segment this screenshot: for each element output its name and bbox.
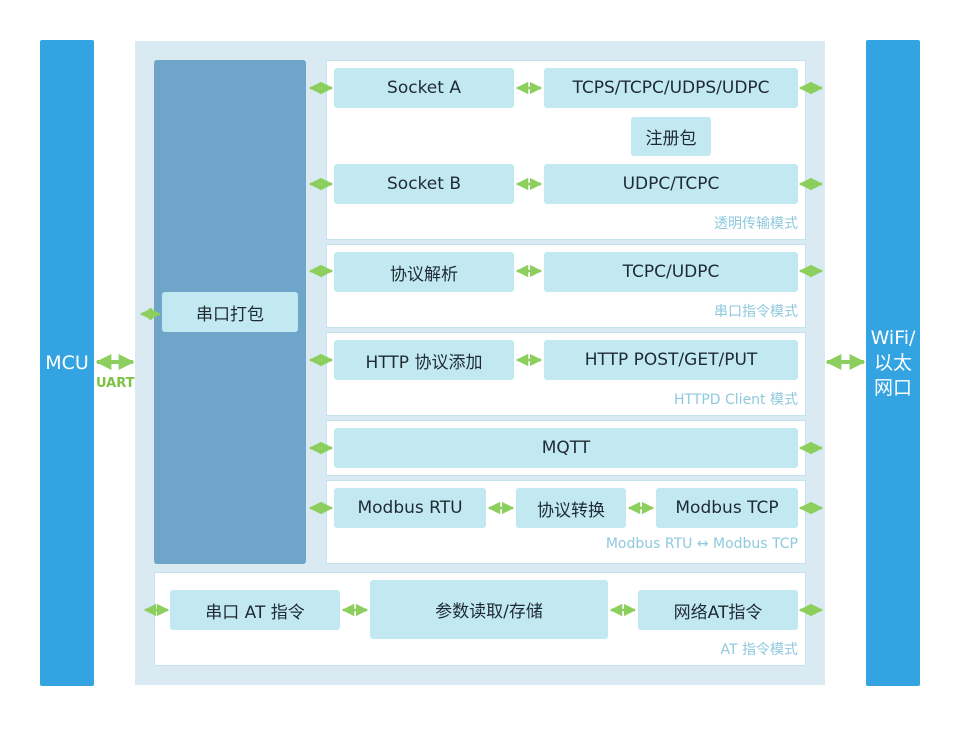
http-protocol-add-box: HTTP 协议添加 (334, 340, 514, 380)
serial-packer-box: 串口打包 (162, 292, 298, 332)
socket-b-protocols-box: UDPC/TCPC (544, 164, 798, 204)
mcu-bar: MCU (40, 40, 94, 686)
modbus-tcp-box: Modbus TCP (656, 488, 798, 528)
socket-a-box: Socket A (334, 68, 514, 108)
tcpc-udpc-box: TCPC/UDPC (544, 252, 798, 292)
mqtt-box: MQTT (334, 428, 798, 468)
protocol-convert-box: 协议转换 (516, 488, 626, 528)
at-mode-label: AT 指令模式 (720, 642, 799, 658)
wifi-label-line3: 网口 (873, 376, 912, 399)
wifi-label-line1: WiFi/ (870, 326, 916, 349)
transparent-mode-label: 透明传输模式 (714, 216, 798, 232)
serial-at-command-box: 串口 AT 指令 (170, 590, 340, 630)
mcu-label: MCU (45, 351, 89, 374)
wifi-ethernet-bar: WiFi/ 以太 网口 (866, 40, 920, 686)
uart-label: UART (96, 376, 135, 391)
register-packet-box: 注册包 (631, 117, 711, 156)
wifi-label-line2: 以太 (873, 351, 912, 374)
modbus-rtu-box: Modbus RTU (334, 488, 486, 528)
http-methods-box: HTTP POST/GET/PUT (544, 340, 798, 380)
network-at-command-box: 网络AT指令 (638, 590, 798, 630)
modbus-mode-label: Modbus RTU ↔ Modbus TCP (605, 536, 798, 552)
serial-command-mode-label: 串口指令模式 (714, 304, 798, 320)
param-read-store-box: 参数读取/存储 (370, 580, 608, 639)
socket-a-protocols-box: TCPS/TCPC/UDPS/UDPC (544, 68, 798, 108)
httpd-client-mode-label: HTTPD Client 模式 (673, 392, 798, 408)
protocol-parse-box: 协议解析 (334, 252, 514, 292)
socket-b-box: Socket B (334, 164, 514, 204)
